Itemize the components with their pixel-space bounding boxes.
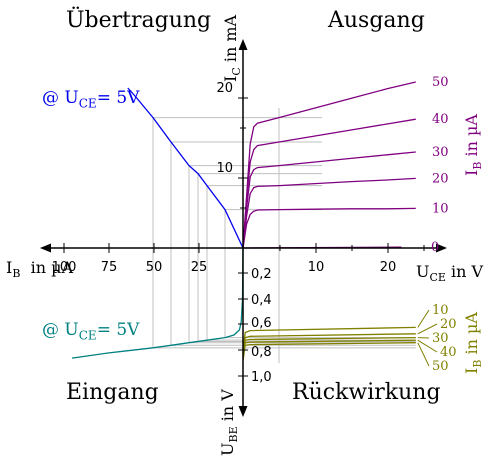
feedback-curve-ib-50 (242, 342, 416, 361)
input-curve (71, 247, 244, 359)
feedback-curve-label: 10 (432, 303, 449, 318)
feedback-curve-label: 30 (432, 331, 449, 346)
tick-label-ube-0.2: 0,2 (251, 267, 272, 282)
axis-label-ube: UBE in V (218, 389, 241, 456)
quadrant-title-transfer: Übertragung (66, 8, 212, 33)
tick-label-ube-0.4: 0,4 (251, 293, 272, 308)
tick-label-ic-20: 20 (216, 81, 233, 96)
feedback-curve-label: 20 (440, 317, 457, 332)
quadrant-title-input: Eingang (66, 380, 159, 405)
output-curve-ib-30 (242, 151, 416, 249)
output-curve-label: 20 (432, 171, 449, 186)
feedback-curve-label: 50 (432, 359, 449, 374)
tick-label-ib-75: 75 (101, 260, 118, 275)
curves (71, 81, 416, 361)
arrow-down-icon (238, 406, 248, 417)
axis-label-ib-output: IB in µA (462, 114, 485, 176)
construction-lines (152, 108, 416, 364)
axis-label-uce: UCE in V (416, 262, 484, 285)
arrow-left-icon (40, 243, 51, 253)
output-curve-label: 50 (432, 75, 449, 90)
tick-label-ic-10: 10 (216, 161, 233, 176)
feedback-curve-label-leader (417, 309, 430, 328)
axis-label-ib: IB in µA (6, 258, 74, 281)
feedback-curve-label-leader (417, 339, 438, 353)
tick-label-ube-0.8: 0,8 (251, 345, 272, 360)
feedback-curve-label-leader (417, 342, 430, 367)
output-curve-ib-40 (242, 118, 416, 249)
arrow-up-icon (238, 39, 248, 50)
axis-ticks: 10 20 10 20 25 50 75 100 0,2 0,4 0,6 0,8… (52, 81, 425, 385)
quadrant-title-output: Ausgang (328, 8, 425, 33)
tick-label-ib-25: 25 (191, 260, 208, 275)
output-curve-ib-20 (242, 177, 416, 249)
output-curve-label: 0 (431, 240, 439, 255)
tick-label-ube-0.6: 0,6 (251, 316, 272, 331)
axis-label-ib-feedback: IB in µA (462, 312, 485, 374)
tick-label-ib-100: 100 (52, 260, 77, 275)
arrow-right-icon (436, 243, 447, 253)
output-curve-label: 40 (432, 112, 449, 127)
output-curve-label: 10 (432, 201, 449, 216)
tick-label-ube-1.0: 1,0 (251, 370, 272, 385)
annotation-input-condition: @ UCE= 5V (42, 320, 140, 343)
tick-label-uce-10: 10 (308, 260, 325, 275)
output-curve-ib-10 (242, 207, 416, 249)
feedback-curve-label-leader (417, 323, 438, 335)
output-curve-ib-50 (242, 81, 416, 249)
transfer-curve (127, 87, 244, 249)
output-curve-label: 30 (432, 145, 449, 160)
tick-label-ib-50: 50 (146, 260, 163, 275)
tick-label-uce-20: 20 (380, 260, 397, 275)
feedback-curve-label: 40 (440, 345, 457, 360)
axes (40, 39, 447, 417)
axis-label-ic: IC in mA (221, 14, 244, 82)
annotation-transfer-condition: @ UCE= 5V (42, 88, 140, 111)
quadrant-title-feedback: Rückwirkung (292, 380, 441, 405)
